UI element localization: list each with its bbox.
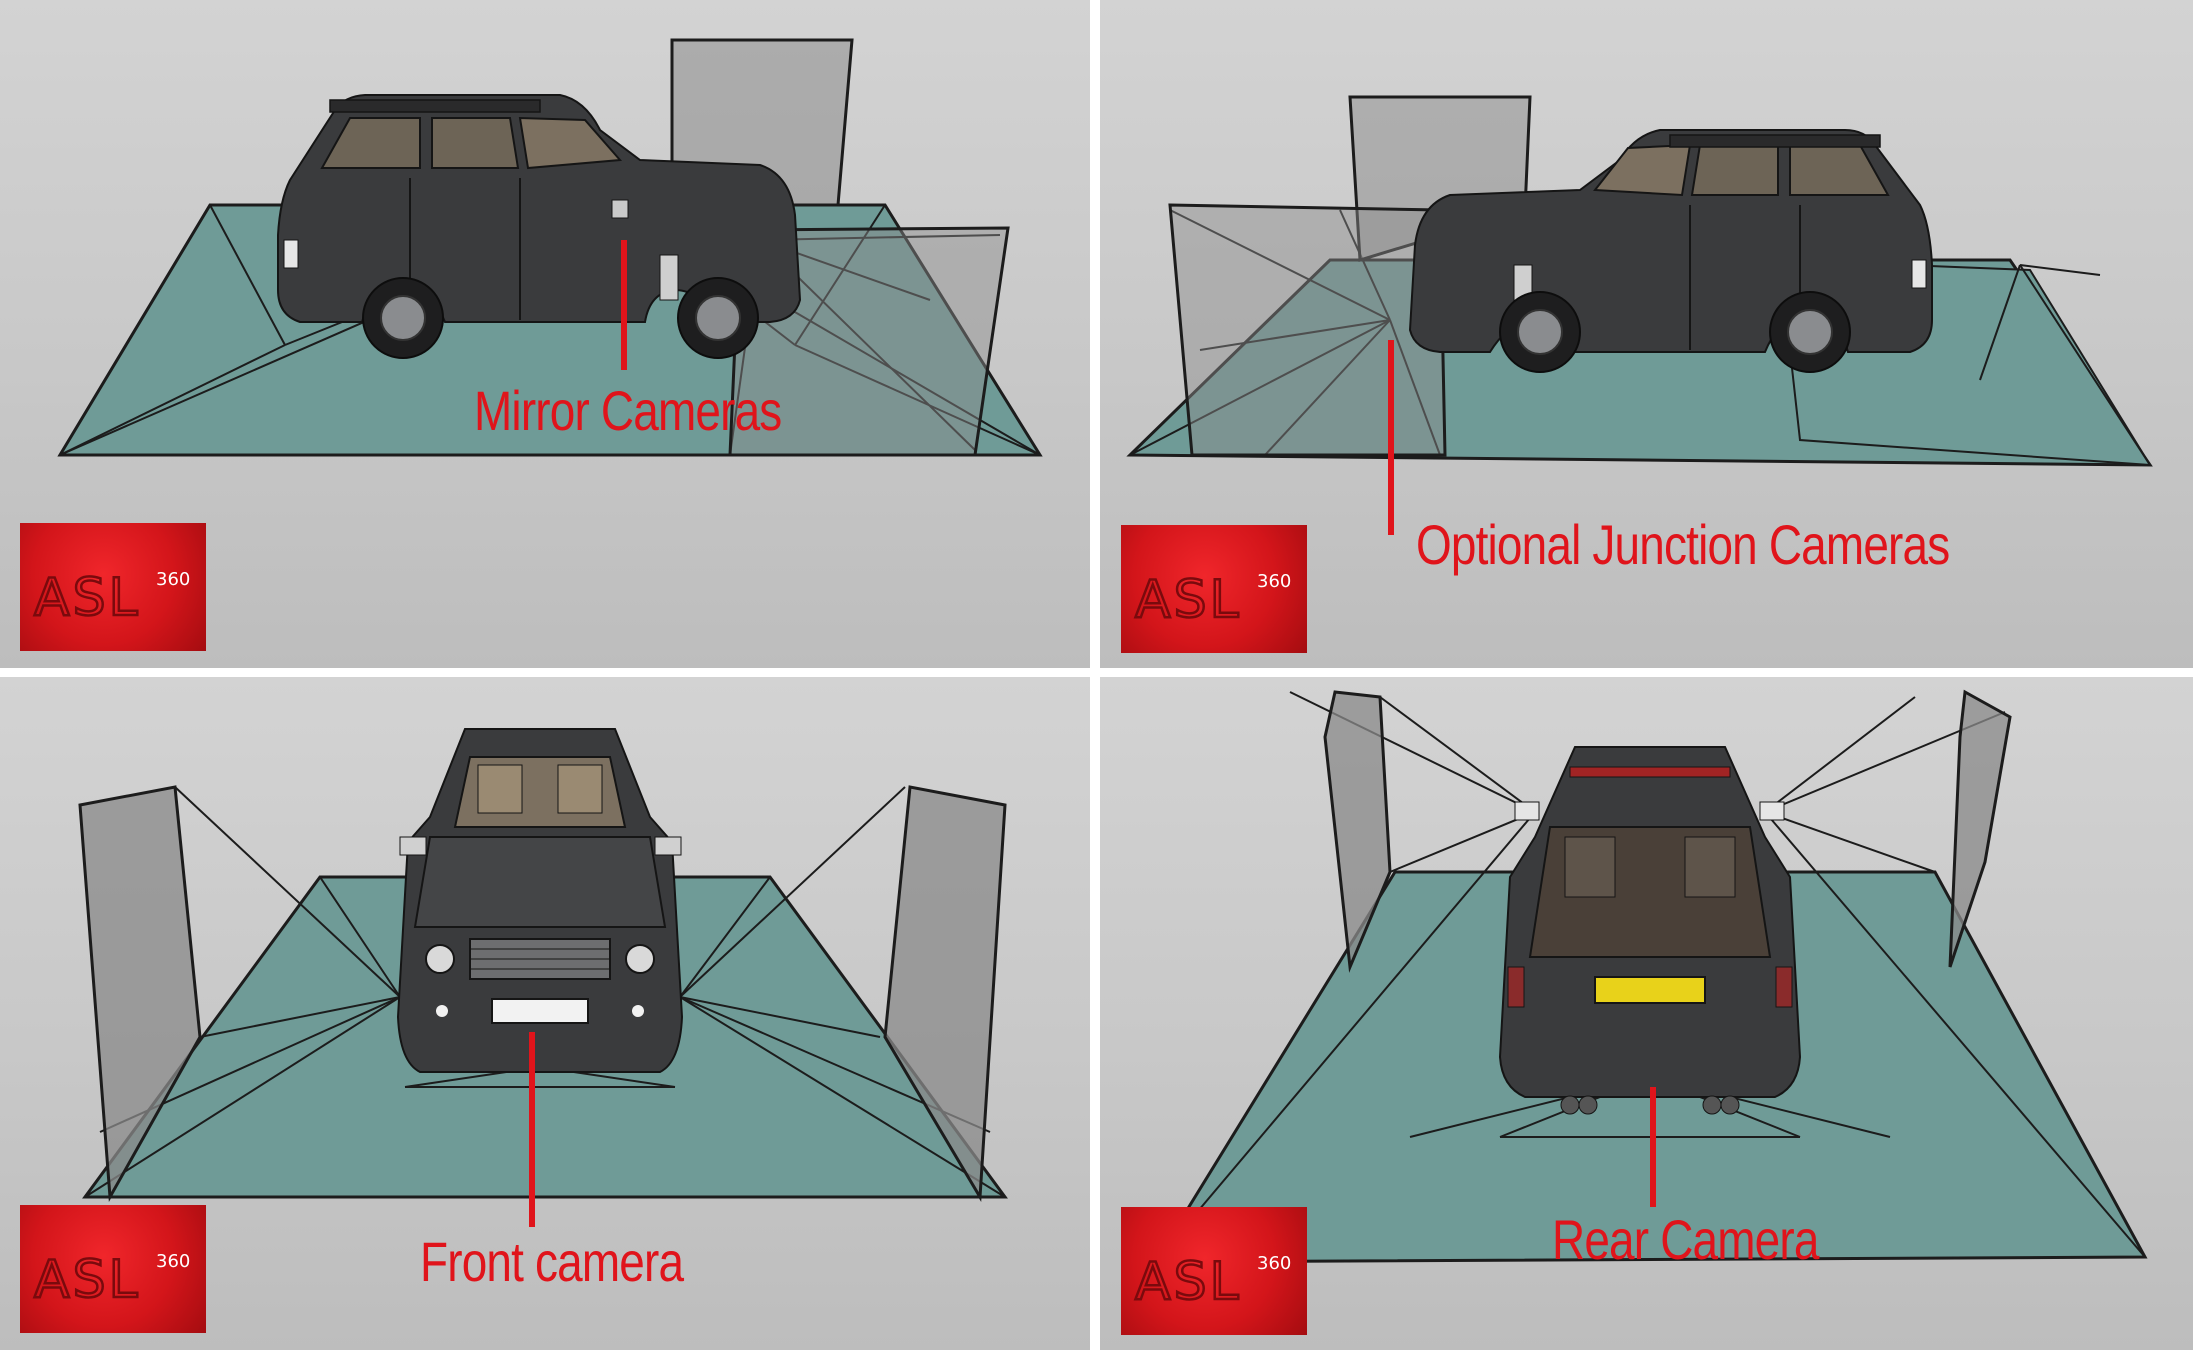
camera-view-panel-right: [1948, 689, 2012, 968]
svg-text:ASL: ASL: [1135, 570, 1242, 630]
svg-text:360: 360: [156, 569, 190, 590]
vehicle-side-view: [1408, 129, 1933, 373]
rear-camera-scene: [1152, 689, 2148, 1264]
svg-text:360: 360: [1257, 1253, 1291, 1274]
camera-view-panel-right: [883, 785, 1007, 1202]
asl360-logo: ASL 360: [1121, 1207, 1307, 1335]
callout-label: Optional Junction Cameras: [1416, 513, 1950, 576]
vehicle-front-view: [396, 728, 684, 1073]
svg-text:ASL: ASL: [34, 1250, 141, 1310]
asl360-logo: ASL 360: [20, 523, 206, 651]
panel-rear-camera: Rear Camera ASL 360: [1100, 677, 2193, 1350]
asl360-logo: ASL 360: [1121, 525, 1307, 653]
vehicle-side-view: [277, 94, 802, 359]
camera-rays: [1129, 209, 2151, 466]
asl-logo-mark: ASL 360: [1134, 1251, 1292, 1314]
camera-view-panel-lower: [1168, 203, 1447, 457]
callout-label: Rear Camera: [1552, 1208, 1819, 1271]
svg-text:ASL: ASL: [34, 568, 141, 628]
asl-logo-mark: ASL 360: [33, 567, 191, 630]
junction-camera-scene: [1126, 95, 2153, 535]
camera-view-panel-left: [78, 785, 202, 1203]
asl-logo-mark: ASL 360: [1134, 569, 1292, 632]
panel-mirror-cameras: Mirror Cameras ASL 360: [0, 0, 1090, 668]
callout-label: Mirror Cameras: [474, 379, 782, 442]
svg-text:360: 360: [1257, 571, 1291, 592]
panel-front-camera: Front camera ASL 360: [0, 677, 1090, 1350]
svg-text:ASL: ASL: [1135, 1252, 1242, 1312]
front-camera-scene: [78, 728, 1008, 1227]
camera-view-panel-left: [1323, 690, 1392, 973]
svg-text:360: 360: [156, 1251, 190, 1272]
panel-junction-cameras: Optional Junction Cameras ASL 360: [1100, 0, 2193, 668]
mirror-camera-scene: [57, 38, 1043, 457]
callout-label: Front camera: [420, 1230, 684, 1293]
vehicle-rear-view: [1498, 746, 1802, 1115]
asl-logo-mark: ASL 360: [33, 1249, 191, 1312]
asl360-logo: ASL 360: [20, 1205, 206, 1333]
